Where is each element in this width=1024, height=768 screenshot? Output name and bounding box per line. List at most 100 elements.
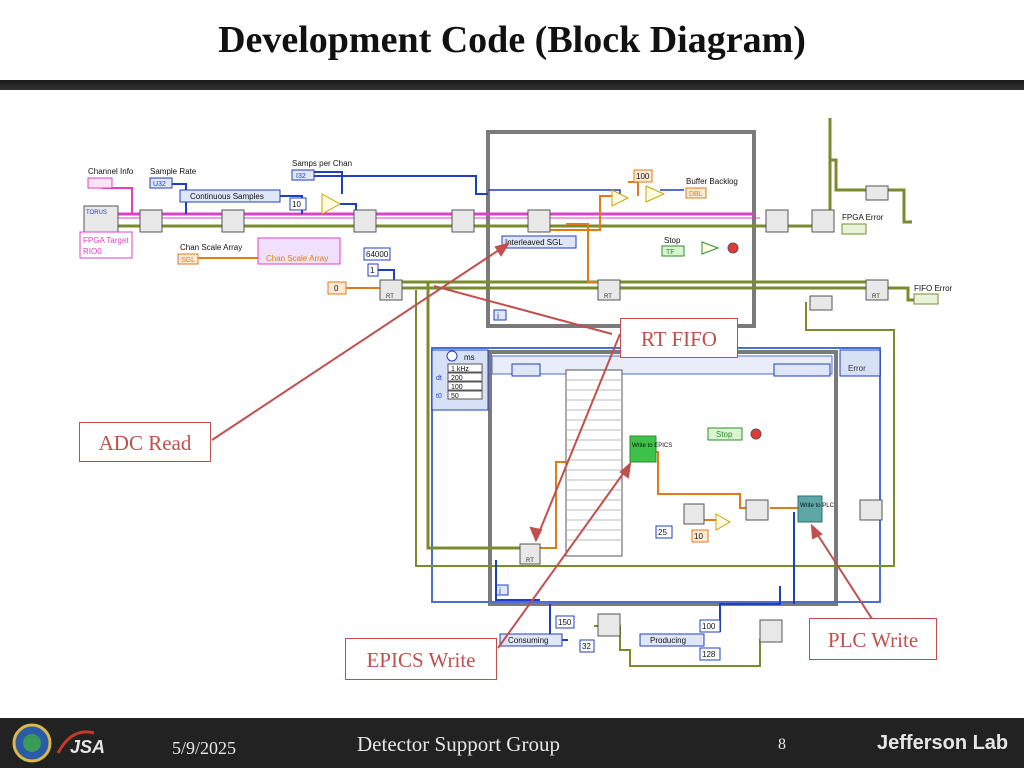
timing-row-4-text: 50 [451, 393, 459, 400]
const-32-text: 32 [582, 642, 591, 651]
arrowhead-plc [810, 523, 823, 540]
block-diagram: i i ms 1 kHz dt 200 100 t0 50 Error [79, 118, 953, 667]
arrow-rt-fifo-2 [535, 333, 621, 541]
wire-producing [719, 586, 781, 632]
const-128-node [699, 647, 721, 661]
timed-loop-error-node [839, 349, 881, 377]
sample-rate-node [149, 177, 173, 189]
slide-title: Development Code (Block Diagram) [218, 19, 806, 61]
chan-scale-array-node [177, 253, 199, 265]
slide-header: Development Code (Block Diagram) [0, 0, 1024, 80]
merge-errors-node-2 [809, 295, 833, 311]
const-32-node [579, 639, 595, 653]
footer-group: Detector Support Group [357, 732, 560, 756]
fpga-target-node [83, 205, 119, 233]
wire-fifo-read-out [540, 461, 566, 549]
error-handler-node [811, 209, 835, 233]
write-to-epics-node [629, 435, 657, 463]
tcp-open-producer-node [759, 619, 783, 643]
timed-loop-dropdown-right[interactable] [773, 363, 831, 377]
arrow-plc-write [811, 525, 875, 623]
arrowhead-rt-fifo [529, 526, 543, 543]
callout-rt-fifo: RT FIFO [620, 318, 738, 358]
label-chan-scale-array: Chan Scale Array [180, 243, 242, 252]
rio-config-node-3 [353, 209, 377, 233]
timing-row-1-text: 1 kHz [451, 366, 469, 373]
const-100b-text: 100 [702, 622, 716, 631]
top-loop-iteration [493, 309, 507, 321]
const-10b-node [691, 529, 709, 543]
continuous-samples-select[interactable] [179, 189, 281, 203]
title-rule [0, 80, 1024, 90]
rt-delete-label: RT [872, 294, 880, 300]
multiply-node-top [645, 185, 666, 203]
const-10-node [289, 197, 307, 211]
channel-info-node [87, 177, 113, 189]
fifo-error-indicator [913, 293, 939, 305]
wire-const-100 [628, 181, 639, 196]
interleaved-sgl-select[interactable] [501, 235, 577, 249]
const-64000-node [363, 247, 391, 261]
divide-node-bottom [715, 513, 732, 531]
timing-clock-icon [446, 350, 458, 362]
sample-rate-type: U32 [153, 181, 166, 188]
fpga-target-label-box [79, 231, 133, 259]
buffer-backlog-type: DBL [689, 191, 703, 198]
const-100-text: 100 [636, 172, 650, 181]
write-to-plc-text: Write to PLC [800, 503, 835, 509]
stop-control-node [661, 245, 685, 257]
callout-adc-read-text: ADC Read [98, 431, 192, 455]
rt-read-label: RT [526, 558, 534, 564]
index-array-node [565, 369, 623, 557]
merge-errors-node-1 [865, 185, 889, 201]
callout-rt-fifo-text: RT FIFO [641, 327, 717, 351]
producing-select[interactable] [639, 633, 705, 647]
callout-epics-write-text: EPICS Write [366, 648, 476, 672]
rt-create-label: RT [386, 294, 394, 300]
build-array-node [745, 499, 769, 521]
jsa-logo-icon: JSA [56, 730, 105, 757]
stop-type: TF [666, 249, 675, 256]
interleaved-sgl-text: Interleaved SGL [505, 238, 563, 247]
inner-stop-text: Stop [716, 430, 733, 439]
const-10-text: 10 [292, 200, 301, 209]
wire-fifo-down [426, 282, 520, 550]
rio0-text: RIO0 [83, 247, 102, 256]
rio-close-node [765, 209, 789, 233]
timed-loop-frame [431, 347, 881, 603]
rt-fifo-create-node [379, 279, 403, 301]
wire-data-fifo [566, 223, 600, 283]
fpga-target-text: FPGA Target [83, 236, 129, 245]
samps-per-chan-node [291, 169, 315, 181]
const-150-text: 150 [558, 618, 572, 627]
label-sample-rate: Sample Rate [150, 167, 197, 176]
timing-row-3 [447, 381, 483, 391]
buffer-backlog-indicator [685, 187, 707, 199]
continuous-samples-text: Continuous Samples [190, 192, 264, 201]
arrowhead-epics [619, 461, 632, 479]
inner-stop-terminal-icon [750, 428, 762, 440]
wire-error-loop [415, 290, 895, 567]
label-stop: Stop [664, 236, 681, 245]
const-100-node [633, 169, 653, 183]
const-0-node [327, 281, 347, 295]
callout-plc-write-text: PLC Write [827, 628, 919, 652]
wire-loop-left [495, 560, 540, 601]
wire-sample-rate [172, 183, 187, 214]
arrow-rt-fifo-1 [433, 285, 613, 335]
consuming-text: Consuming [508, 636, 548, 645]
consuming-select[interactable] [499, 633, 563, 647]
timing-dt-label: dt [436, 375, 442, 382]
rio-config-node-4 [451, 209, 475, 233]
torus-label: TORUS [86, 210, 107, 216]
write-to-epics-text: Write to EPICS [632, 443, 672, 449]
write-to-plc-node [797, 495, 823, 523]
inner-stop-control[interactable] [707, 427, 743, 441]
const-25-text: 25 [658, 528, 667, 537]
label-buffer-backlog: Buffer Backlog [686, 177, 738, 186]
timed-loop-dropdown-left[interactable] [511, 363, 541, 377]
wire-to-plc-build [658, 493, 746, 509]
timed-loop-error-text: Error [848, 364, 866, 373]
timing-row-1 [447, 363, 483, 373]
jefferson-lab-logo: Jefferson Lab [877, 732, 1009, 754]
